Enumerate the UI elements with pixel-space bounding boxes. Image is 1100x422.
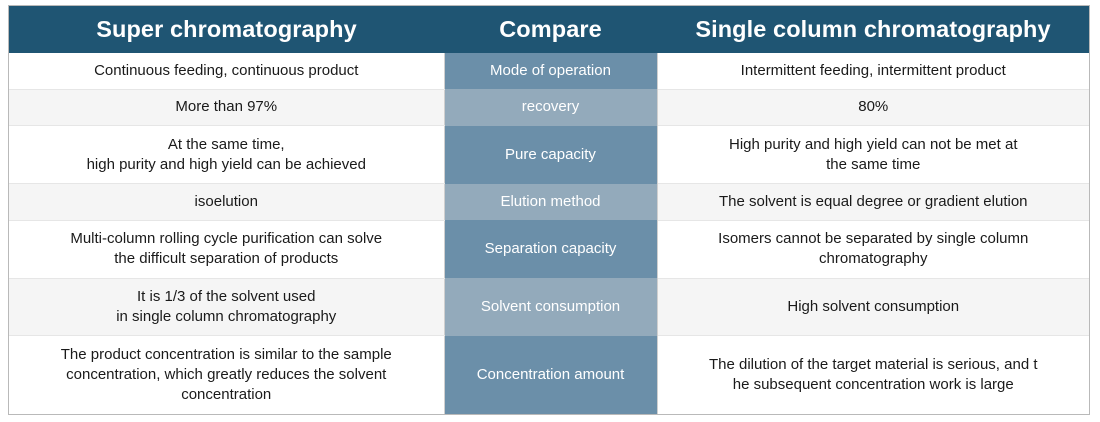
cell-compare-label: Elution method <box>443 183 658 221</box>
cell-compare-label: Pure capacity <box>443 125 658 184</box>
cell-super-chromatography: It is 1/3 of the solvent used in single c… <box>9 277 444 337</box>
header-single-column-chromatography: Single column chromatography <box>657 6 1089 53</box>
cell-line: Multi-column rolling cycle purification … <box>70 230 383 248</box>
cell-line: high purity and high yield can be achiev… <box>86 155 366 173</box>
cell-single-column-chromatography: The solvent is equal degree or gradient … <box>657 183 1089 221</box>
table-row: Continuous feeding, continuous product Mo… <box>9 53 1089 90</box>
table-row: isoelution Elution method The solvent is e… <box>9 183 1089 221</box>
cell-line: Isomers cannot be separated by single co… <box>718 230 1029 248</box>
comparison-table: Super chromatography Compare Single colu… <box>9 6 1089 414</box>
cell-line: It is 1/3 of the solvent used <box>137 287 316 305</box>
cell-line: chromatography <box>819 250 928 268</box>
comparison-table-container: Super chromatography Compare Single colu… <box>8 5 1090 415</box>
header-super-chromatography: Super chromatography <box>9 6 444 53</box>
cell-line: concentration, which greatly reduces the… <box>66 366 387 384</box>
header-compare: Compare <box>444 6 657 53</box>
cell-line: The dilution of the target material is s… <box>708 356 1038 374</box>
cell-compare-label: Mode of operation <box>443 53 658 90</box>
cell-super-chromatography: isoelution <box>9 183 444 221</box>
header-row: Super chromatography Compare Single colu… <box>9 6 1089 53</box>
table-row: The product concentration is similar to … <box>9 335 1089 414</box>
cell-compare-label: Concentration amount <box>443 335 658 414</box>
cell-line: At the same time, <box>167 135 285 153</box>
cell-super-chromatography: Continuous feeding, continuous product <box>9 53 444 90</box>
cell-single-column-chromatography: High purity and high yield can not be me… <box>657 125 1089 185</box>
cell-line: isoelution <box>194 192 258 210</box>
cell-super-chromatography: More than 97% <box>9 88 444 127</box>
cell-single-column-chromatography: 80% <box>657 88 1089 127</box>
cell-line: the same time <box>826 155 921 173</box>
cell-line: Intermittent feeding, intermittent produ… <box>740 61 1006 79</box>
cell-super-chromatography: The product concentration is similar to … <box>9 335 444 414</box>
cell-compare-label: recovery <box>443 89 658 126</box>
cell-super-chromatography: Multi-column rolling cycle purification … <box>9 219 444 279</box>
cell-line: The solvent is equal degree or gradient … <box>718 192 1028 210</box>
cell-line: Continuous feeding, continuous product <box>94 61 359 79</box>
cell-line: High solvent consumption <box>787 297 960 315</box>
table-row: It is 1/3 of the solvent used in single c… <box>9 277 1089 337</box>
cell-single-column-chromatography: The dilution of the target material is s… <box>657 335 1089 414</box>
cell-line: in single column chromatography <box>116 307 337 325</box>
cell-line: 80% <box>858 98 889 116</box>
cell-line: concentration <box>181 386 272 404</box>
cell-line: The product concentration is similar to … <box>60 345 392 363</box>
cell-single-column-chromatography: Isomers cannot be separated by single co… <box>657 219 1089 279</box>
table-row: More than 97% recovery 80% <box>9 88 1089 127</box>
cell-line: the difficult separation of products <box>114 250 339 268</box>
cell-line: High purity and high yield can not be me… <box>728 135 1018 153</box>
cell-line: he subsequent concentration work is larg… <box>732 376 1014 394</box>
cell-compare-label: Separation capacity <box>443 220 658 279</box>
table-row: Multi-column rolling cycle purification … <box>9 219 1089 279</box>
cell-single-column-chromatography: High solvent consumption <box>657 277 1089 337</box>
table-row: At the same time, high purity and high yi… <box>9 125 1089 185</box>
cell-super-chromatography: At the same time, high purity and high yi… <box>9 125 444 185</box>
cell-single-column-chromatography: Intermittent feeding, intermittent produ… <box>657 53 1089 90</box>
cell-line: More than 97% <box>175 98 278 116</box>
table-header: Super chromatography Compare Single colu… <box>9 6 1089 53</box>
cell-compare-label: Solvent consumption <box>443 278 658 336</box>
